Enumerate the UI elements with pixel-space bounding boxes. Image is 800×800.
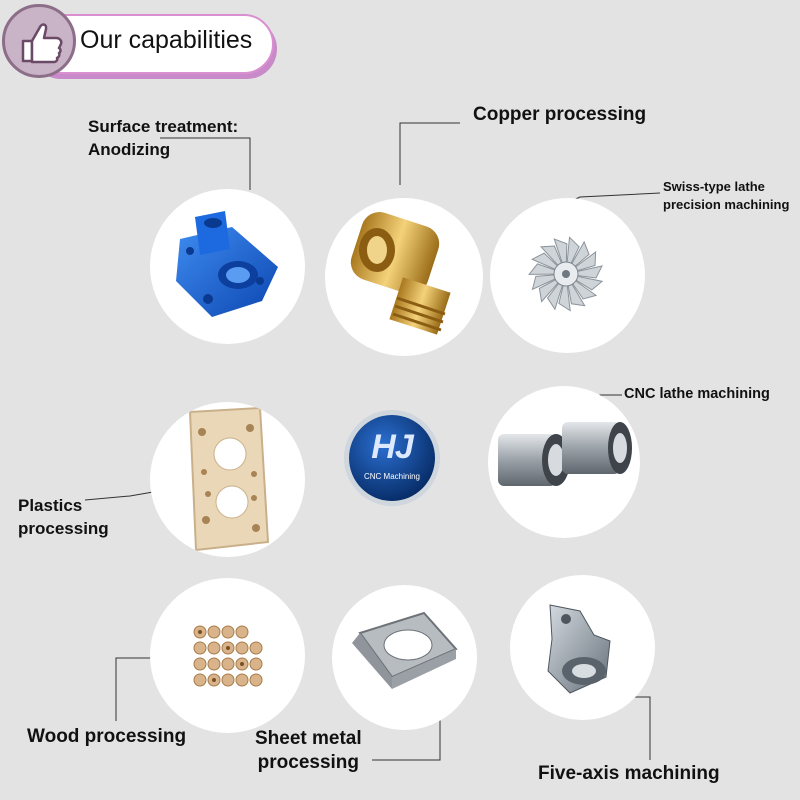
anodizing-circle [150, 189, 305, 344]
logo-caption: CNC Machining [363, 472, 421, 481]
label-five-axis: Five-axis machining [538, 763, 720, 784]
anodized-part-image [176, 211, 278, 317]
brass-part-image [350, 212, 451, 335]
sheet-metal-image [352, 611, 458, 689]
leader-copper [399, 122, 460, 185]
five-axis-part-image [547, 604, 611, 694]
five-axis-circle [510, 575, 655, 720]
label-copper: Copper processing [473, 104, 647, 125]
swiss-lathe-circle [490, 198, 645, 353]
hj-cnc-logo: HJ CNC Machining [342, 408, 442, 508]
copper-circle [325, 198, 483, 356]
label-plastics: Plastics processing [18, 496, 109, 538]
thumbs-up-icon [2, 4, 76, 78]
plastic-plate-image [188, 406, 270, 552]
plastics-circle [150, 402, 305, 557]
label-cnc-lathe: CNC lathe machining [624, 386, 770, 402]
leader-anodizing [160, 137, 251, 190]
cnc-lathe-circle [488, 386, 640, 538]
label-sheet-metal: Sheet metal processing [255, 728, 362, 773]
logo-monogram: HJ [371, 428, 413, 466]
label-swiss: Swiss-type lathe precision machining [663, 179, 790, 212]
turned-parts-image [498, 422, 632, 486]
wood-parts-image [193, 625, 263, 687]
impeller-image [528, 236, 604, 312]
page-title: Our capabilities [80, 26, 253, 54]
sheet-metal-circle [332, 585, 477, 730]
label-wood: Wood processing [27, 726, 187, 747]
wood-circle [150, 578, 305, 733]
label-anodizing: Surface treatment: Anodizing [88, 117, 239, 159]
